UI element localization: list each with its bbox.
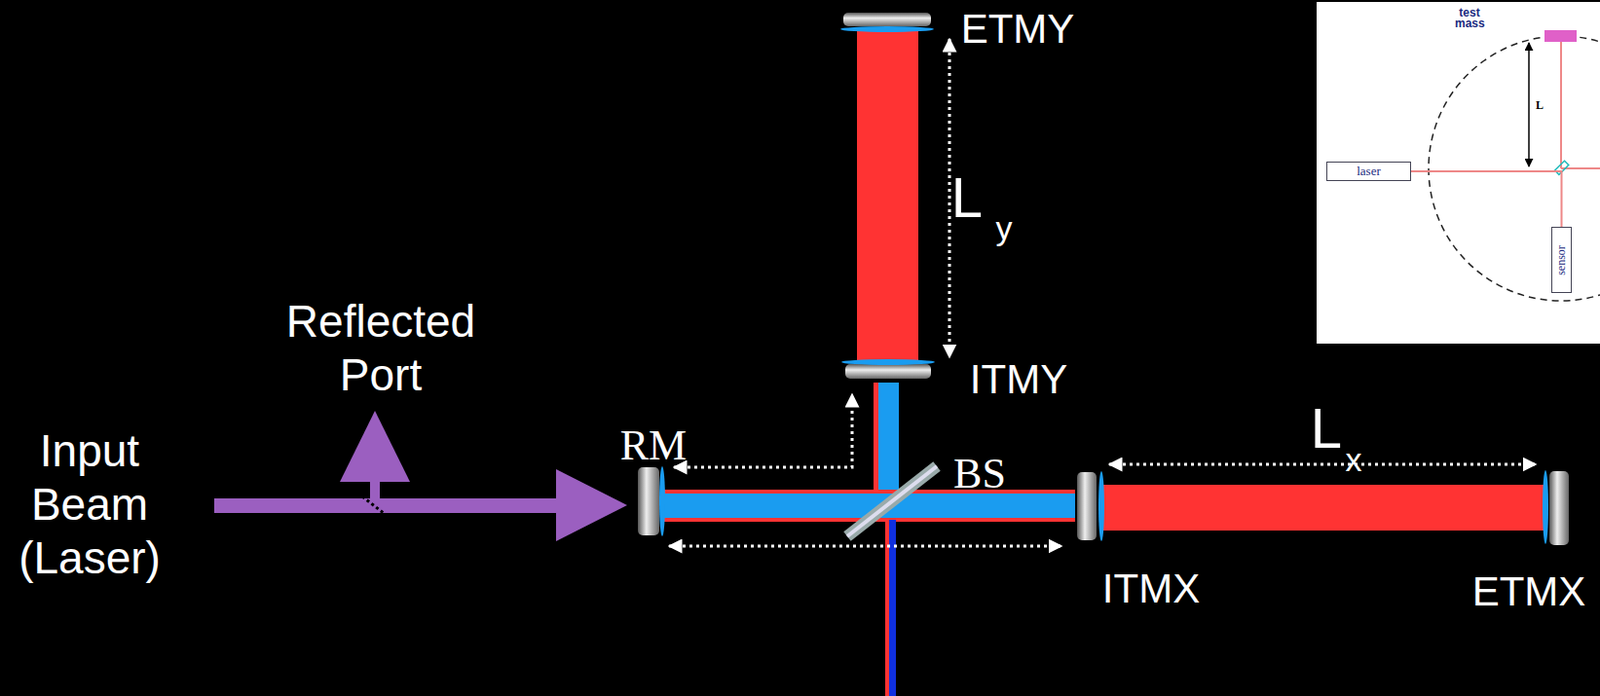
length-subscript: y bbox=[996, 208, 1013, 249]
box-text: sensor bbox=[1554, 245, 1569, 276]
reflected-beam bbox=[370, 479, 380, 501]
pickoff bbox=[362, 496, 385, 515]
inset-beam bbox=[1560, 41, 1563, 169]
input-label: Input Beam (Laser) bbox=[4, 424, 176, 587]
inset-panel bbox=[1316, 1, 1600, 344]
length-subscript: x bbox=[1345, 440, 1363, 481]
beam-red bbox=[663, 490, 876, 494]
lx-dimension bbox=[1109, 463, 1536, 467]
input-beam bbox=[214, 498, 558, 514]
length-symbol: L bbox=[951, 163, 983, 232]
test-mass bbox=[1544, 30, 1577, 42]
length-symbol: L bbox=[1310, 394, 1342, 463]
mirror-label: ITMX bbox=[1102, 564, 1200, 614]
inset-label: L bbox=[1535, 98, 1544, 112]
laser-box: laser bbox=[1326, 161, 1412, 182]
mirror-label: ETMY bbox=[961, 4, 1076, 54]
beam-splitter bbox=[847, 466, 937, 537]
lx-short-dimension bbox=[669, 545, 1062, 549]
ly-dimension bbox=[948, 38, 952, 358]
input-arrowhead bbox=[556, 469, 628, 542]
port-label: Reflected Port bbox=[263, 295, 498, 403]
beam-splitter bbox=[847, 466, 937, 537]
box-text: laser bbox=[1356, 163, 1381, 180]
mirror-coating bbox=[1542, 470, 1549, 545]
laser-beam bbox=[1411, 171, 1563, 227]
mirror-label: ETMX bbox=[1472, 567, 1587, 617]
inset-l-dimension bbox=[1527, 42, 1530, 167]
ly-short-dimension bbox=[673, 394, 853, 468]
mirror-coating bbox=[659, 466, 666, 537]
y-arm-cavity bbox=[856, 28, 919, 363]
itmx-mirror bbox=[1077, 472, 1097, 541]
mirror-coating bbox=[840, 26, 934, 33]
reflected-arrowhead bbox=[339, 410, 410, 483]
etmy-mirror bbox=[843, 12, 931, 27]
itmy-mirror bbox=[845, 364, 931, 379]
sensor-box: sensor bbox=[1551, 226, 1572, 294]
etmx-mirror bbox=[1549, 471, 1569, 546]
splitter-label: BS bbox=[953, 448, 1006, 501]
wave-circle bbox=[1428, 36, 1600, 301]
x-arm-cavity bbox=[1102, 484, 1544, 531]
mirror-coating bbox=[1098, 471, 1105, 542]
mirror-label: RM bbox=[620, 420, 687, 473]
mirror-coating bbox=[841, 359, 935, 366]
inset-label: test mass bbox=[1454, 7, 1485, 31]
rm-mirror bbox=[637, 467, 660, 536]
mirror-label: ITMY bbox=[969, 355, 1068, 405]
